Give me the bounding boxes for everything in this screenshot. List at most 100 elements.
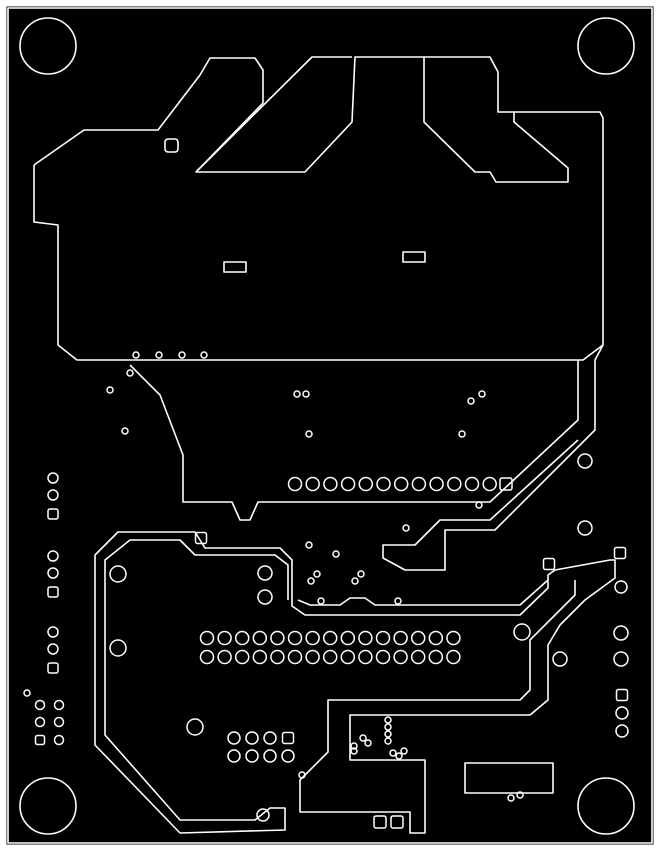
pad — [507, 794, 515, 802]
pad — [613, 625, 629, 641]
pad — [340, 630, 356, 646]
pad — [395, 752, 403, 760]
pad — [357, 570, 365, 578]
pad — [384, 716, 392, 724]
pad-square — [390, 815, 404, 829]
pad — [394, 597, 402, 605]
pad — [402, 524, 410, 532]
pad-square — [373, 815, 387, 829]
pad — [351, 577, 359, 585]
pad-square — [47, 586, 59, 598]
trace-right — [382, 344, 604, 571]
pad-square — [47, 508, 59, 520]
pad — [109, 639, 127, 657]
pad — [482, 476, 497, 492]
pad — [298, 771, 306, 779]
pad — [384, 737, 392, 745]
pad — [34, 716, 46, 728]
pad — [47, 550, 59, 562]
pour-gap-right — [424, 56, 514, 113]
pad-square — [47, 662, 59, 674]
pad — [47, 643, 59, 655]
pad — [109, 565, 127, 583]
pad — [446, 649, 461, 665]
pad — [270, 649, 285, 665]
pad — [358, 649, 373, 665]
pad — [458, 430, 466, 438]
copper-pour-middle — [129, 360, 579, 521]
pad — [411, 476, 427, 492]
pad — [217, 630, 232, 646]
pad — [577, 453, 593, 469]
pad — [332, 550, 340, 558]
pad — [47, 567, 59, 579]
pad — [245, 731, 259, 745]
pad — [217, 649, 232, 665]
pad — [305, 541, 313, 549]
board-edge — [7, 7, 653, 844]
pad — [447, 476, 462, 492]
pad — [350, 742, 358, 750]
pad — [364, 739, 372, 747]
pad — [34, 699, 46, 711]
pad — [256, 808, 270, 822]
pad — [384, 723, 392, 731]
pad — [614, 580, 628, 594]
pad — [513, 623, 531, 641]
pad — [178, 351, 186, 359]
mounting-hole — [19, 17, 77, 75]
pad — [340, 649, 356, 665]
pad-square — [499, 477, 513, 491]
pad — [613, 651, 629, 667]
pad — [350, 747, 358, 755]
pad — [400, 747, 408, 755]
pad — [464, 476, 480, 492]
pad — [358, 476, 374, 492]
copper-pour-lower-left-outer — [94, 539, 289, 834]
pad — [126, 369, 134, 377]
pad — [53, 699, 65, 711]
mounting-holes — [19, 17, 635, 835]
pad — [270, 630, 285, 646]
pad — [516, 791, 524, 799]
pad — [257, 589, 273, 605]
pad — [287, 649, 303, 665]
pad — [53, 734, 65, 746]
pad — [615, 724, 629, 738]
pad — [577, 520, 593, 536]
copper-pour-upper — [33, 56, 604, 361]
connector-outline — [464, 762, 554, 794]
pad — [478, 390, 486, 398]
pad — [410, 649, 426, 665]
pad — [313, 570, 321, 578]
pad-square — [194, 531, 208, 545]
copper-pour-lower-left — [94, 531, 616, 834]
pad — [552, 651, 568, 667]
pad — [227, 731, 241, 745]
pad — [200, 351, 208, 359]
pad — [47, 489, 59, 501]
pad — [375, 630, 391, 646]
pad — [340, 476, 356, 492]
pad — [263, 731, 277, 745]
pad — [384, 730, 392, 738]
pad — [359, 734, 367, 742]
pad — [186, 718, 204, 736]
pad — [467, 397, 475, 405]
pad — [305, 649, 320, 665]
pad-square — [613, 546, 627, 560]
pad — [121, 427, 129, 435]
pad — [375, 649, 391, 665]
pad — [322, 630, 338, 646]
mounting-hole — [19, 777, 77, 835]
pad-square — [34, 734, 46, 746]
pad — [106, 386, 114, 394]
pad — [376, 476, 391, 492]
thermal-relief — [402, 251, 426, 263]
pad — [393, 630, 408, 646]
pad — [227, 749, 241, 763]
pour-gap-left — [195, 56, 352, 173]
pad — [358, 630, 373, 646]
pad — [323, 476, 338, 492]
